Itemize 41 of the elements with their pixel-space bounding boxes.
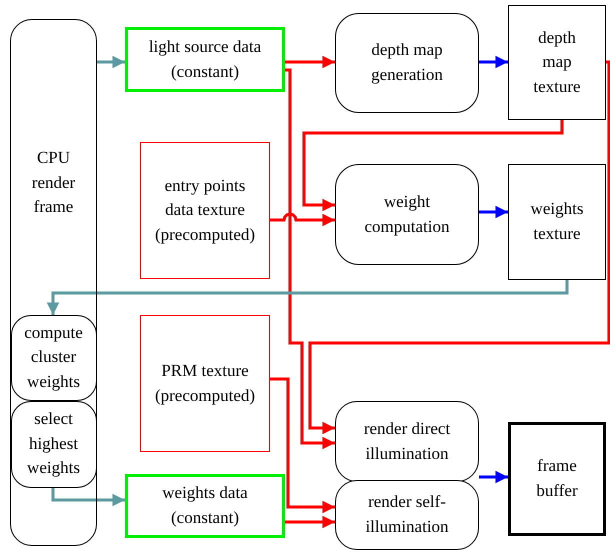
arrow xyxy=(285,56,335,68)
process-box xyxy=(335,13,479,113)
arrow xyxy=(479,206,508,218)
arrow xyxy=(46,280,568,315)
process-box xyxy=(10,314,96,400)
node-label: weights texture xyxy=(530,198,584,245)
data-box xyxy=(125,474,285,538)
arrow xyxy=(52,488,125,506)
data-box xyxy=(508,164,606,280)
node-label: CPU render frame xyxy=(32,147,76,218)
node-label: depth map generation xyxy=(370,39,444,86)
data-box xyxy=(140,142,270,279)
node-label: weight computation xyxy=(364,190,450,238)
node-label: entry points data texture (precomputed) xyxy=(154,174,256,246)
data-box xyxy=(508,5,606,120)
node-label: frame buffer xyxy=(536,455,578,502)
node-label: weights data (constant) xyxy=(161,482,249,529)
process-box xyxy=(10,400,96,488)
arrow xyxy=(270,378,335,514)
arrow xyxy=(302,120,564,212)
arrow xyxy=(270,212,335,226)
arrow xyxy=(479,470,508,484)
frame-group-box xyxy=(10,19,97,546)
arrow xyxy=(308,60,610,434)
node-label: render direct illumination xyxy=(362,418,452,464)
node-label: compute cluster weights xyxy=(24,322,83,393)
arrow xyxy=(285,68,335,450)
data-box xyxy=(508,422,606,536)
node-label: light source data (constant) xyxy=(148,36,262,82)
arrow xyxy=(97,56,125,68)
arrow xyxy=(285,516,335,528)
process-box xyxy=(335,480,479,550)
process-box xyxy=(335,401,479,482)
data-box xyxy=(125,27,285,92)
data-box xyxy=(140,315,270,452)
node-label: select highest weights xyxy=(27,408,80,480)
arrow xyxy=(479,56,508,68)
node-label: PRM texture (precomputed) xyxy=(154,360,256,407)
process-box xyxy=(335,164,479,265)
node-label: depth map texture xyxy=(533,26,581,98)
node-label: render self-illumination xyxy=(364,491,450,538)
